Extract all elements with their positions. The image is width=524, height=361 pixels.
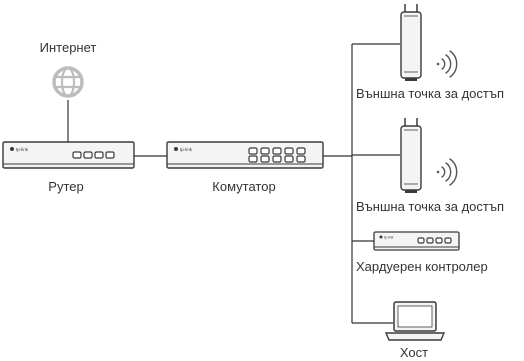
- port: [444, 237, 452, 244]
- outdoor-access-point-icon: [400, 118, 422, 193]
- port: [260, 147, 270, 155]
- access-point-2-label: Външна точка за достъп: [356, 199, 505, 214]
- port: [94, 151, 104, 159]
- laptop-icon: [384, 301, 446, 341]
- router-label: Рутер: [48, 179, 84, 194]
- port: [260, 155, 270, 163]
- router-ports: [72, 151, 115, 159]
- svg-text:tp-link: tp-link: [180, 147, 193, 152]
- port: [248, 155, 258, 163]
- port: [296, 155, 306, 163]
- hardware-controller-icon: tp-link: [373, 231, 460, 251]
- svg-text:tp-link: tp-link: [16, 147, 29, 152]
- port: [435, 237, 443, 244]
- port: [417, 237, 425, 244]
- tp-link-logo: tp-link: [379, 235, 394, 240]
- internet-label: Интернет: [39, 40, 97, 55]
- switch-label: Комутатор: [212, 179, 276, 194]
- router-icon: tp-link: [2, 141, 135, 169]
- port: [105, 151, 115, 159]
- port: [284, 147, 294, 155]
- port: [426, 237, 434, 244]
- port: [72, 151, 82, 159]
- host-label: Хост: [399, 345, 429, 360]
- connection-lines: [67, 43, 400, 324]
- outdoor-access-point-icon: [400, 4, 422, 81]
- port: [272, 155, 282, 163]
- wireless-signal-icon: [436, 50, 458, 78]
- access-point-1-label: Външна точка за достъп: [356, 86, 505, 101]
- port: [248, 147, 258, 155]
- wireless-signal-icon: [436, 158, 458, 186]
- hardware-controller-label: Хардуерен контролер: [356, 259, 488, 274]
- port: [83, 151, 93, 159]
- port: [296, 147, 306, 155]
- switch-ports: [248, 147, 306, 163]
- tp-link-logo: tp-link: [174, 147, 193, 152]
- tp-link-logo: tp-link: [10, 147, 29, 152]
- port: [272, 147, 282, 155]
- port: [284, 155, 294, 163]
- switch-icon: tp-link: [166, 141, 324, 169]
- controller-ports: [417, 237, 452, 244]
- globe-icon: [52, 66, 84, 98]
- svg-text:tp-link: tp-link: [384, 236, 394, 240]
